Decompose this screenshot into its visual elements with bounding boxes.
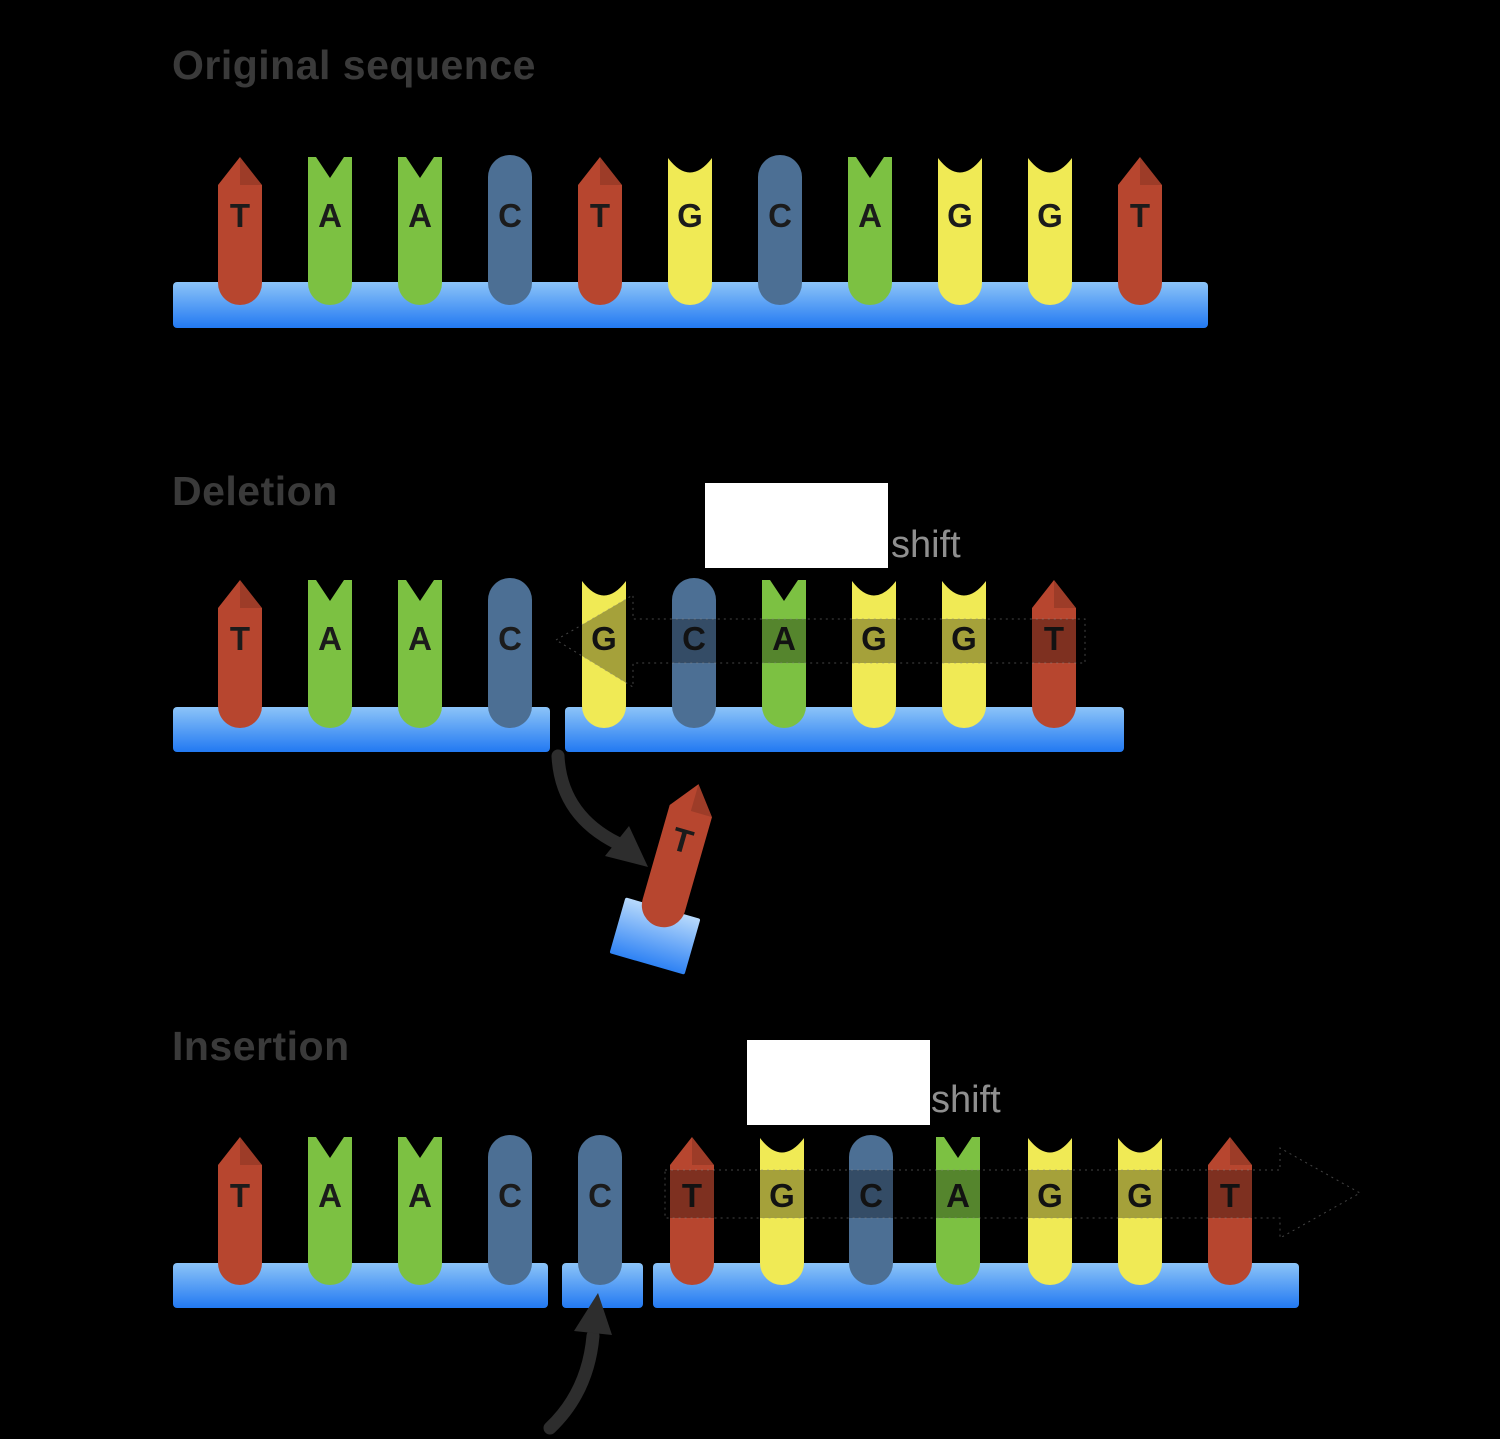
- insertion-arrow: [543, 1329, 600, 1435]
- nucleotide-letter: A: [318, 620, 342, 657]
- tip-shade: [1140, 157, 1162, 185]
- nucleotide-A: A: [936, 1137, 980, 1285]
- tip-shade: [692, 1137, 714, 1165]
- nucleotide-letter: G: [677, 197, 703, 234]
- nucleotide-G: G: [1028, 1138, 1072, 1285]
- nucleotide-letter: C: [768, 197, 792, 234]
- removed-nucleotide: T: [641, 784, 712, 928]
- nucleotide-letter: A: [408, 1177, 432, 1214]
- nucleotide-T: T: [1208, 1137, 1252, 1285]
- original-sequence-title: Original sequence: [172, 42, 536, 88]
- nucleotide-C: C: [488, 1135, 532, 1285]
- deletion-arrow: [551, 749, 624, 850]
- nucleotide-G: G: [1028, 158, 1072, 305]
- nucleotide-C: C: [849, 1135, 893, 1285]
- nucleotide-letter: A: [772, 620, 796, 657]
- nucleotide-letter: A: [408, 197, 432, 234]
- nucleotide-letter: C: [588, 1177, 612, 1214]
- nucleotide-letter: A: [408, 620, 432, 657]
- nucleotide-letter: A: [858, 197, 882, 234]
- inserted-nucleotide: C: [578, 1135, 622, 1285]
- deletion-row: T A A C G C A G G T T: [173, 578, 1124, 975]
- nucleotide-T: T: [1118, 157, 1162, 305]
- frameshift-arrow-right: [664, 1147, 1362, 1239]
- tip-shade: [240, 1137, 262, 1165]
- deletion-title: Deletion: [172, 468, 338, 514]
- insertion-row: TAACCTGCAGGT: [173, 1135, 1362, 1435]
- insertion-shift-label: shift: [931, 1079, 1001, 1121]
- nucleotide-letter: T: [230, 197, 250, 234]
- tip-shade: [690, 784, 712, 818]
- nucleotide-letter: A: [946, 1177, 970, 1214]
- nucleotide-letter: G: [951, 620, 977, 657]
- backbone-segment: [173, 1263, 548, 1308]
- nucleotide-letter: T: [1130, 197, 1150, 234]
- nucleotide-letter: T: [1044, 620, 1064, 657]
- nucleotide-G: G: [582, 581, 626, 728]
- nucleotide-G: G: [938, 158, 982, 305]
- tip-shade: [1230, 1137, 1252, 1165]
- nucleotide-G: G: [852, 581, 896, 728]
- insertion-arrow-head: [574, 1293, 612, 1335]
- nucleotide-G: G: [760, 1138, 804, 1285]
- nucleotide-letter: G: [769, 1177, 795, 1214]
- removed-nucleotide-group: T: [609, 784, 712, 975]
- nucleotide-letter: T: [230, 620, 250, 657]
- nucleotide-C: C: [488, 578, 532, 728]
- deletion-arrow-head: [605, 826, 648, 867]
- nucleotide-A: A: [398, 580, 442, 728]
- insertion-title: Insertion: [172, 1023, 350, 1069]
- nucleotide-A: A: [308, 1137, 352, 1285]
- nucleotide-letter: A: [318, 1177, 342, 1214]
- nucleotide-T: T: [641, 784, 712, 928]
- nucleotide-G: G: [942, 581, 986, 728]
- nucleotide-G: G: [1118, 1138, 1162, 1285]
- nucleotide-A: A: [398, 1137, 442, 1285]
- nucleotide-T: T: [218, 580, 262, 728]
- tip-shade: [600, 157, 622, 185]
- nucleotide-letter: G: [1037, 1177, 1063, 1214]
- nucleotide-C: C: [758, 155, 802, 305]
- nucleotide-T: T: [218, 1137, 262, 1285]
- nucleotide-letter: T: [1220, 1177, 1240, 1214]
- whiteout-box-deletion: [705, 483, 888, 568]
- nucleotide-letter: C: [682, 620, 706, 657]
- backbone-segment: [173, 707, 550, 752]
- nucleotide-T: T: [218, 157, 262, 305]
- nucleotide-letter: G: [861, 620, 887, 657]
- nucleotide-letter: G: [1037, 197, 1063, 234]
- nucleotide-T: T: [578, 157, 622, 305]
- whiteout-box-insertion: [747, 1040, 930, 1125]
- nucleotide-letter: C: [498, 1177, 522, 1214]
- nucleotide-letter: G: [1127, 1177, 1153, 1214]
- nucleotide-A: A: [762, 580, 806, 728]
- nucleotide-C: C: [672, 578, 716, 728]
- nucleotide-letter: T: [682, 1177, 702, 1214]
- nucleotide-A: A: [308, 580, 352, 728]
- nucleotide-letter: C: [498, 197, 522, 234]
- nucleotide-letter: T: [590, 197, 610, 234]
- nucleotide-T: T: [1032, 580, 1076, 728]
- nucleotide-C: C: [488, 155, 532, 305]
- nucleotide-letter: G: [947, 197, 973, 234]
- tip-shade: [240, 580, 262, 608]
- nucleotide-G: G: [668, 158, 712, 305]
- nucleotide-letter: C: [498, 620, 522, 657]
- tip-shade: [240, 157, 262, 185]
- nucleotide-A: A: [848, 157, 892, 305]
- nucleotide-letter: T: [230, 1177, 250, 1214]
- nucleotide-A: A: [398, 157, 442, 305]
- frameshift-arrow-left: [555, 594, 1086, 688]
- nucleotide-T: T: [670, 1137, 714, 1285]
- nucleotide-letter: A: [318, 197, 342, 234]
- deletion-shift-label: shift: [891, 524, 961, 566]
- tip-shade: [1054, 580, 1076, 608]
- nucleotide-A: A: [308, 157, 352, 305]
- nucleotide-letter: C: [859, 1177, 883, 1214]
- nucleotide-letter: G: [591, 620, 617, 657]
